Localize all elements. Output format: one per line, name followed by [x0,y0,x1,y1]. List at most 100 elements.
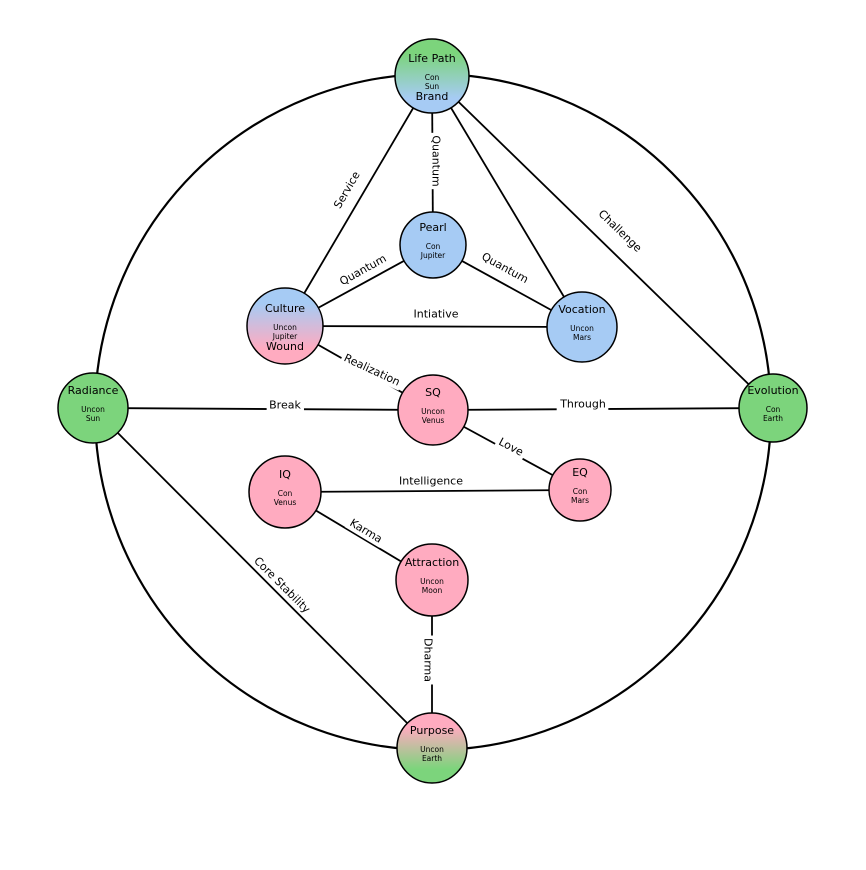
node-sublabel: Jupiter [272,332,298,341]
node-sublabel: Uncon [570,324,594,333]
node-sublabel: Earth [422,754,442,763]
edge-label-culture-sq: Realization [339,349,405,391]
edge-label-sq-evolution: Through [556,396,609,412]
edge-label-bg [411,306,462,322]
node-circle-sq [397,374,469,446]
edge-label-attraction-purpose: Dharma [420,635,436,685]
edge-label-text: Challenge [596,207,645,255]
node-circle-iq [248,455,322,529]
edge-culture-vocation [284,325,583,328]
edge-label-bg [556,396,609,412]
node-title: Evolution [747,384,798,397]
edge-label-iq-eq: Intelligence [396,473,466,489]
edge-radiance-sq [92,407,434,411]
node-title: Culture [265,302,305,315]
edge-label-text: Dharma [422,638,435,682]
node-sublabel: Uncon [421,407,445,416]
node-title: Life Path [408,52,456,65]
node-circle-pearl [399,211,467,279]
node-title: Purpose [410,724,454,737]
node-circle-life-path [394,38,470,114]
edge-label-text: Quantum [430,135,443,186]
node-sublabel: Mars [573,333,591,342]
node-sublabel: Earth [763,414,783,423]
node-title: Attraction [405,556,459,569]
node-circle-eq [548,458,612,522]
node-circle-culture [246,287,324,365]
edge-label-bg [266,397,304,413]
edge-label-bg [396,473,466,489]
node-sublabel: Con [766,405,781,414]
edge-label-bg [493,433,529,461]
edge-label-bg [248,551,316,619]
edge-label-life-path-culture: Service [329,166,366,214]
edge-radiance-purpose [92,407,433,749]
node-circle-vocation [546,291,618,363]
node-sublabel: Moon [422,586,443,595]
node-title: EQ [572,466,588,479]
edge-label-life-path-pearl: Quantum [428,132,444,190]
node-title: SQ [425,386,441,399]
edge-label-text: Intiative [414,308,459,321]
edge-label-bg [329,166,366,214]
node-sublabel: Mars [571,496,589,505]
node-sublabel: Con [426,242,441,251]
edge-label-text: Break [269,399,301,412]
node-secondary-title: Wound [266,340,304,353]
edge-label-bg [428,132,444,190]
edge-label-radiance-sq: Break [266,397,304,413]
node-sublabel: Jupiter [420,251,446,260]
edge-label-sq-eq: Love [493,433,529,461]
node-secondary-title: Brand [416,90,449,103]
edge-label-radiance-purpose: Core Stability [248,551,316,619]
edge-label-pearl-vocation: Quantum [476,247,534,289]
node-circle-purpose [396,712,468,784]
node-sublabel: Uncon [420,745,444,754]
edge-label-text: Through [559,398,606,411]
node-title: Vocation [558,303,605,316]
edge-label-text: Intelligence [399,475,463,488]
edge-label-bg [334,249,392,291]
edge-label-text: Quantum [479,250,530,286]
edge-label-bg [339,349,405,391]
nodes-layer: Life PathConSunBrandPearlConJupiterCultu… [57,38,808,784]
edge-label-life-path-evolution: Challenge [593,204,647,258]
edge-iq-eq [284,489,581,493]
node-sublabel: Venus [274,498,297,507]
edge-life-path-culture [284,75,433,327]
node-sublabel: Con [278,489,293,498]
node-circle-attraction [395,543,469,617]
node-title: Radiance [68,384,119,397]
edge-label-text: Core Stability [251,554,313,616]
edge-label-culture-vocation: Intiative [411,306,462,322]
edge-label-bg [344,514,388,548]
edge-life-path-vocation [431,75,583,328]
node-sublabel: Uncon [273,323,297,332]
edge-label-bg [420,635,436,685]
node-sublabel: Uncon [420,577,444,586]
node-sublabel: Con [573,487,588,496]
node-sublabel: Uncon [81,405,105,414]
edge-label-text: Realization [342,351,402,388]
node-sublabel: Sun [425,82,440,91]
node-circle-evolution [738,373,808,443]
edge-label-bg [593,204,647,258]
node-sublabel: Venus [422,416,445,425]
node-title: Pearl [419,221,446,234]
node-circle-radiance [57,372,129,444]
edge-label-bg [476,247,534,289]
edge-life-path-evolution [431,75,774,409]
node-title: IQ [279,468,291,481]
